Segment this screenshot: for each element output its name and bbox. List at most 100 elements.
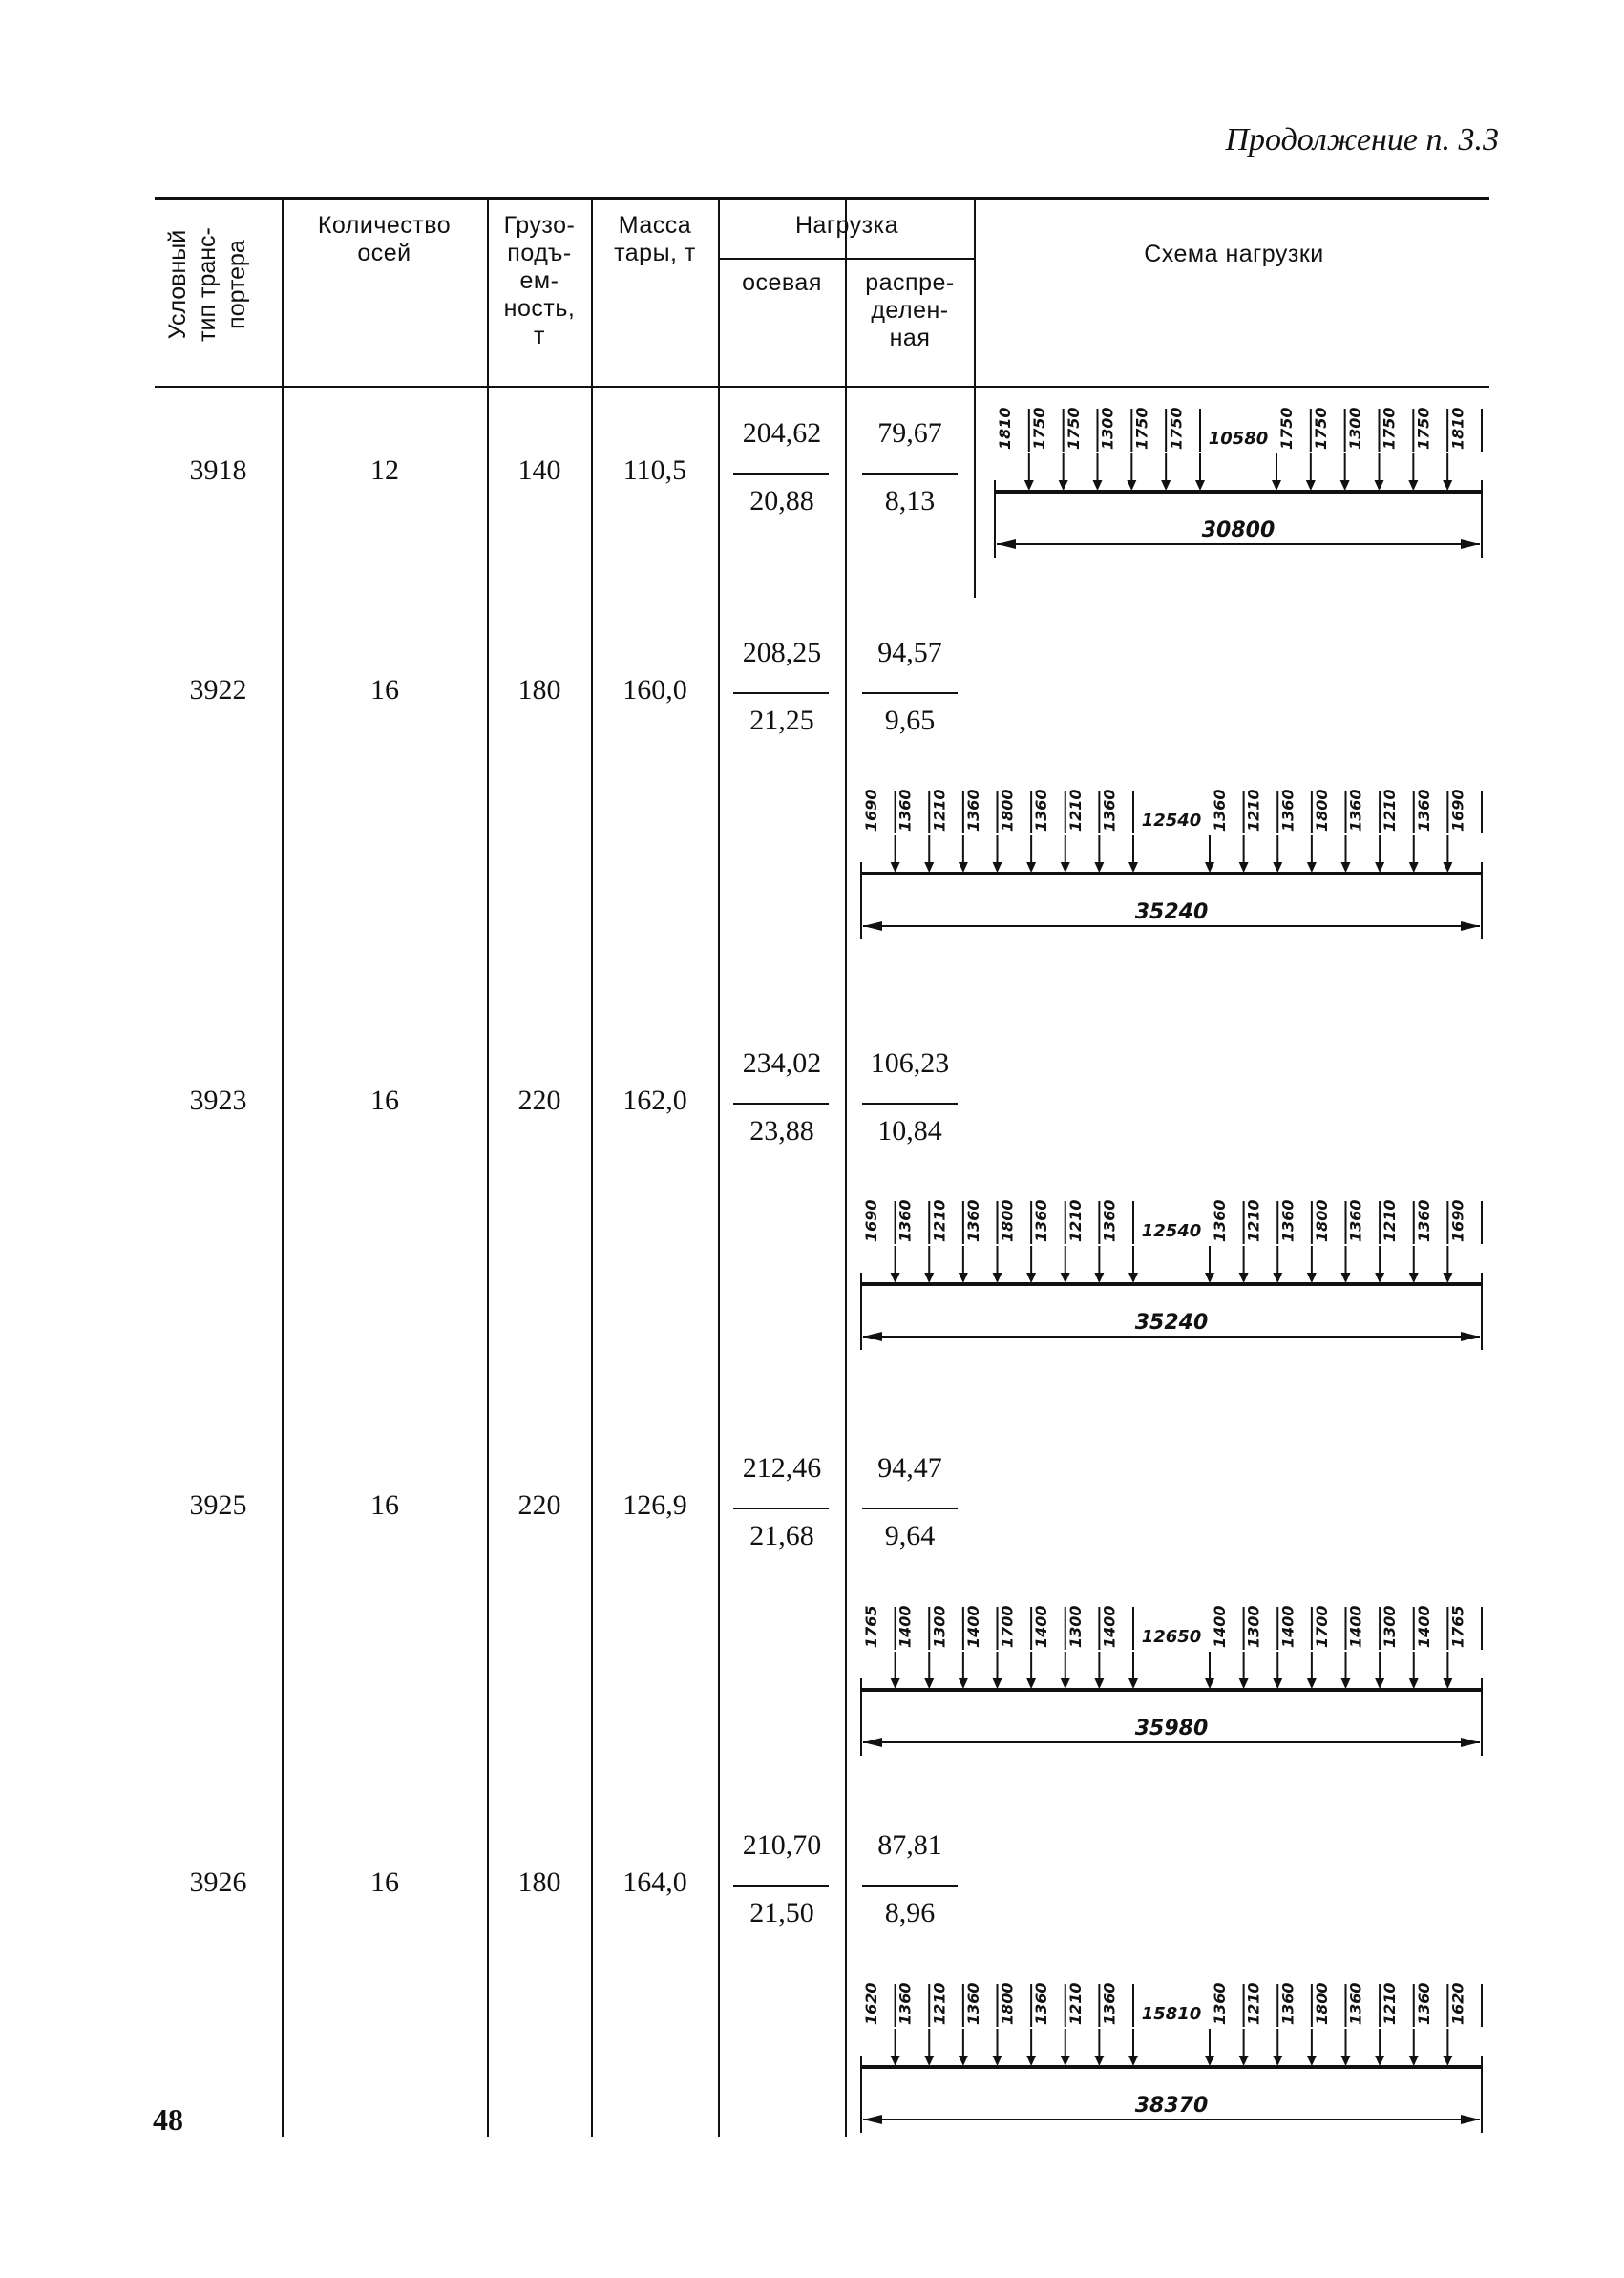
row-type: 3922 — [189, 674, 247, 706]
header-line: тары, т — [614, 240, 696, 266]
row-axial-bottom: 21,50 — [749, 1897, 814, 1929]
header-transporter-type: Условный тип транс- портера — [163, 189, 264, 380]
schema-arrowhead — [1339, 480, 1350, 491]
schema-spacing-label: 1210 — [1381, 1199, 1399, 1242]
fraction-bar — [733, 473, 829, 475]
row-type: 3926 — [189, 1867, 247, 1898]
schema-spacing-label: 1360 — [1415, 1199, 1433, 1242]
schema-arrowhead — [1443, 862, 1453, 873]
schema-arrowhead — [1128, 1678, 1138, 1689]
row-dist-bottom: 9,64 — [884, 1520, 936, 1551]
schema-spacing-label: 1800 — [999, 789, 1017, 832]
schema-spacing-label: 1360 — [896, 1199, 915, 1242]
header-line: Масса — [618, 212, 692, 239]
schema-arrowhead — [1340, 862, 1351, 873]
row-dist-top: 94,57 — [877, 637, 942, 668]
schema-spacing-label: 1690 — [862, 1199, 880, 1242]
schema-arrowhead — [1273, 1678, 1283, 1689]
schema-arrowhead — [1408, 480, 1419, 491]
schema-spacing-label: 1360 — [1278, 1199, 1297, 1242]
schema-spacing-label: 1800 — [1313, 789, 1331, 832]
schema-spacing-label: 1750 — [1277, 407, 1296, 450]
schema-arrowhead — [992, 1678, 1002, 1689]
schema-arrowhead — [924, 862, 935, 873]
schema-spacing-label: 1360 — [1032, 1199, 1050, 1242]
fraction-bar — [862, 692, 958, 694]
schema-arrowhead — [1408, 1273, 1419, 1283]
header-line: Количество — [317, 212, 452, 239]
fraction-bar — [862, 1508, 958, 1509]
schema-arrowhead — [992, 1273, 1002, 1283]
schema-spacing-label: 1360 — [896, 1982, 915, 2025]
schema-spacing-label: 1400 — [1100, 1605, 1118, 1648]
schema-spacing-label: 1750 — [1030, 407, 1048, 450]
schema-spacing-label: 1210 — [1381, 789, 1399, 832]
fraction-bar — [862, 1103, 958, 1105]
header-line: Условный — [164, 229, 191, 340]
schema-spacing-label: 1360 — [1100, 789, 1118, 832]
schema-arrowhead — [1205, 862, 1214, 873]
schema-spacing-label: 1620 — [1448, 1982, 1466, 2025]
header-line: ная — [889, 325, 931, 351]
row-axial-top: 212,46 — [742, 1452, 822, 1484]
schema-spacing-label: 1750 — [1414, 407, 1432, 450]
row-axial-top: 234,02 — [742, 1047, 822, 1079]
header-load-schema: Схема нагрузки — [1144, 241, 1324, 267]
schema-spacing-label: 1360 — [1032, 1982, 1050, 2025]
fraction-bar — [733, 1103, 829, 1105]
row-axial-bottom: 21,25 — [749, 705, 814, 736]
schema-spacing-label: 1360 — [1100, 1199, 1118, 1242]
schema-gap-label: 15810 — [1142, 2004, 1202, 2024]
schema-spacing-label: 1360 — [964, 1199, 982, 1242]
row-axial-top: 204,62 — [742, 417, 822, 449]
row-type: 3918 — [189, 454, 247, 486]
schema-arrowhead — [1094, 1273, 1105, 1283]
row-capacity: 140 — [517, 454, 561, 486]
schema-spacing-label: 1810 — [996, 407, 1014, 450]
row-axes: 16 — [370, 1489, 399, 1521]
fraction-bar — [733, 1885, 829, 1887]
schema-dim-arrow-left — [863, 2115, 882, 2124]
header-line: распре- — [865, 269, 955, 296]
schema-spacing-label: 1210 — [930, 1982, 948, 2025]
schema-spacing-label: 1810 — [1448, 407, 1466, 450]
schema-arrowhead — [1340, 2056, 1351, 2066]
load-subheader-rule — [718, 258, 974, 260]
row-tare: 126,9 — [622, 1489, 687, 1521]
row-type: 3925 — [189, 1489, 247, 1521]
row-capacity: 180 — [517, 1867, 561, 1898]
header-line: ем- — [519, 267, 559, 294]
row-axial-bottom: 20,88 — [749, 485, 814, 517]
schema-arrowhead — [1092, 480, 1103, 491]
schema-dim-arrow-left — [997, 539, 1016, 549]
row-axes: 16 — [370, 674, 399, 706]
schema-arrowhead — [1238, 2056, 1249, 2066]
schema-arrowhead — [890, 1273, 900, 1283]
schema-spacing-label: 1360 — [1347, 1982, 1365, 2025]
schema-spacing-label: 1750 — [1312, 407, 1330, 450]
schema-spacing-label: 1360 — [964, 789, 982, 832]
row-tare: 162,0 — [622, 1085, 687, 1116]
schema-spacing-label: 1210 — [1066, 1982, 1085, 2025]
schema-arrowhead — [1306, 1678, 1317, 1689]
page-number: 48 — [153, 2102, 183, 2137]
header-line: делен- — [871, 297, 949, 324]
schema-arrowhead — [958, 1678, 968, 1689]
row-tare: 164,0 — [622, 1867, 687, 1898]
schema-arrowhead — [890, 2056, 900, 2066]
row-axes: 12 — [370, 454, 399, 486]
schema-arrowhead — [1060, 1678, 1070, 1689]
schema-arrowhead — [1443, 1273, 1453, 1283]
schema-arrowhead — [1205, 1273, 1214, 1283]
schema-arrowhead — [1026, 1678, 1037, 1689]
schema-spacing-label: 1210 — [1381, 1982, 1399, 2025]
header-line: Грузо- — [503, 212, 576, 239]
schema-spacing-label: 1400 — [1415, 1605, 1433, 1648]
row-dist-bottom: 8,13 — [884, 485, 936, 517]
row-dist-bottom: 8,96 — [884, 1897, 936, 1929]
schema-spacing-label: 1210 — [930, 789, 948, 832]
schema-arrowhead — [1443, 1678, 1453, 1689]
schema-spacing-label: 1690 — [1448, 789, 1466, 832]
